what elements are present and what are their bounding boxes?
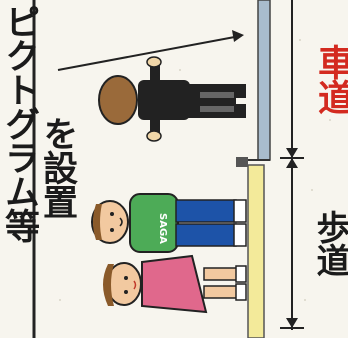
pointer-arrow <box>57 35 241 71</box>
roadway-rail <box>257 0 271 161</box>
note-line-2: を設置 <box>37 116 77 218</box>
arrowhead-sidewalk-end <box>286 318 298 328</box>
curb-block <box>236 157 248 167</box>
girl-figure <box>103 254 247 314</box>
road-texture <box>59 39 337 301</box>
roadway-label: 車道 <box>312 44 348 114</box>
arrowhead-roadway-end <box>286 148 298 158</box>
pointer-arrowhead <box>232 30 244 42</box>
arrowhead-sidewalk-start <box>286 158 298 168</box>
pictogram-figure <box>98 56 246 142</box>
sidewalk-curb <box>247 164 265 338</box>
shirt-logo: SAGA <box>157 213 168 244</box>
sidewalk-label: 歩道 <box>310 210 348 276</box>
note-line-1: ピクトグラム等 <box>0 4 39 242</box>
man-figure: SAGA <box>91 193 247 253</box>
